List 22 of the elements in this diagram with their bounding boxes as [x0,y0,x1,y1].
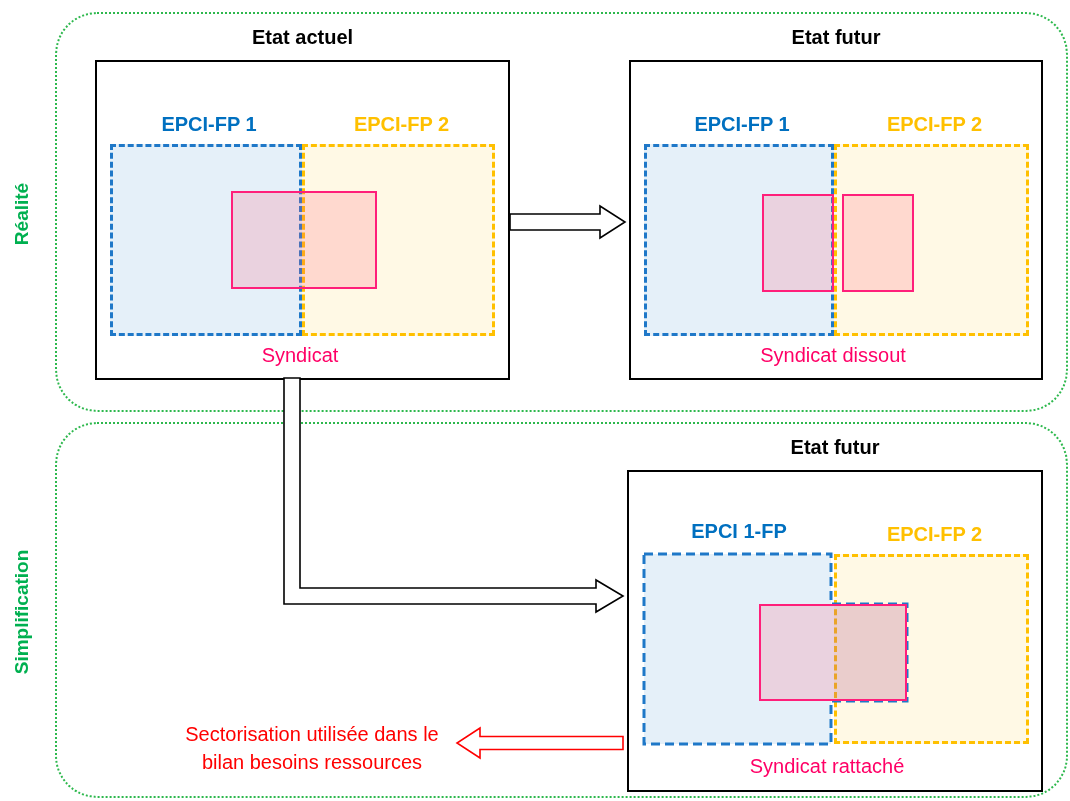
region-label: EPCI-FP 1 [161,113,257,136]
block-arrow [455,726,624,760]
syndicate-label: Syndicat dissout [760,344,906,367]
block-arrow [283,377,625,614]
region-label: EPCI-FP 1 [694,113,790,136]
block-arrow [509,204,627,240]
region-label: EPCI-FP 2 [886,113,983,136]
syndicate-label: Syndicat [261,344,339,367]
syndicate-area [762,194,834,292]
syndicate-area [231,191,377,289]
region-label: EPCI-FP 2 [353,113,450,136]
group-label: Simplification [11,549,33,675]
syndicate-area [842,194,914,292]
syndicate-label: Syndicat rattaché [749,755,905,778]
panel-title: Etat futur [791,26,881,49]
region-label: EPCI 1-FP [691,520,787,543]
syndicate-area [759,604,907,701]
panel-title: Etat futur [790,436,880,459]
note-text: Sectorisation utilisée dans le bilan besoins ressources [184,722,440,775]
group-label: Réalité [11,182,33,246]
region-label: EPCI-FP 2 [886,523,983,546]
panel-title: Etat actuel [251,26,354,49]
